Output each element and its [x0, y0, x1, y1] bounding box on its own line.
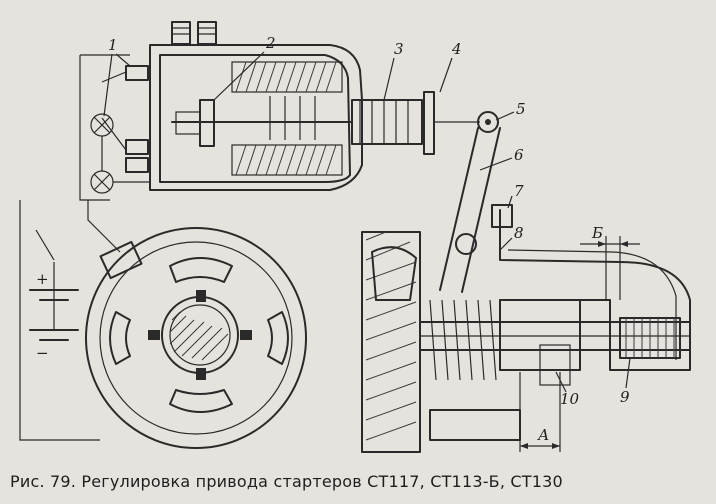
callout-4: 4 — [451, 40, 462, 58]
callout-3: 3 — [394, 40, 404, 58]
battery-plus-label: + — [36, 270, 49, 288]
starter-circuit — [19, 200, 307, 449]
callout-10: 10 — [560, 390, 580, 408]
callout-8: 8 — [514, 224, 524, 242]
drive-lever — [434, 111, 513, 293]
dimension-b-label: Б — [591, 224, 603, 242]
callout-2: 2 — [265, 34, 276, 52]
drive-assembly — [361, 209, 691, 453]
battery-minus-label: − — [36, 344, 49, 362]
callout-6: 6 — [514, 146, 524, 164]
callout-1: 1 — [108, 36, 118, 54]
callout-9: 9 — [620, 388, 630, 406]
solenoid-winding — [231, 61, 343, 176]
dimension-a-label: А — [537, 426, 549, 444]
figure-caption: Рис. 79. Регулировка привода стартеров С… — [10, 472, 563, 491]
solenoid-assembly — [79, 21, 435, 201]
callout-5: 5 — [516, 100, 526, 118]
callout-leaders — [103, 51, 631, 393]
callout-7: 7 — [514, 182, 524, 200]
